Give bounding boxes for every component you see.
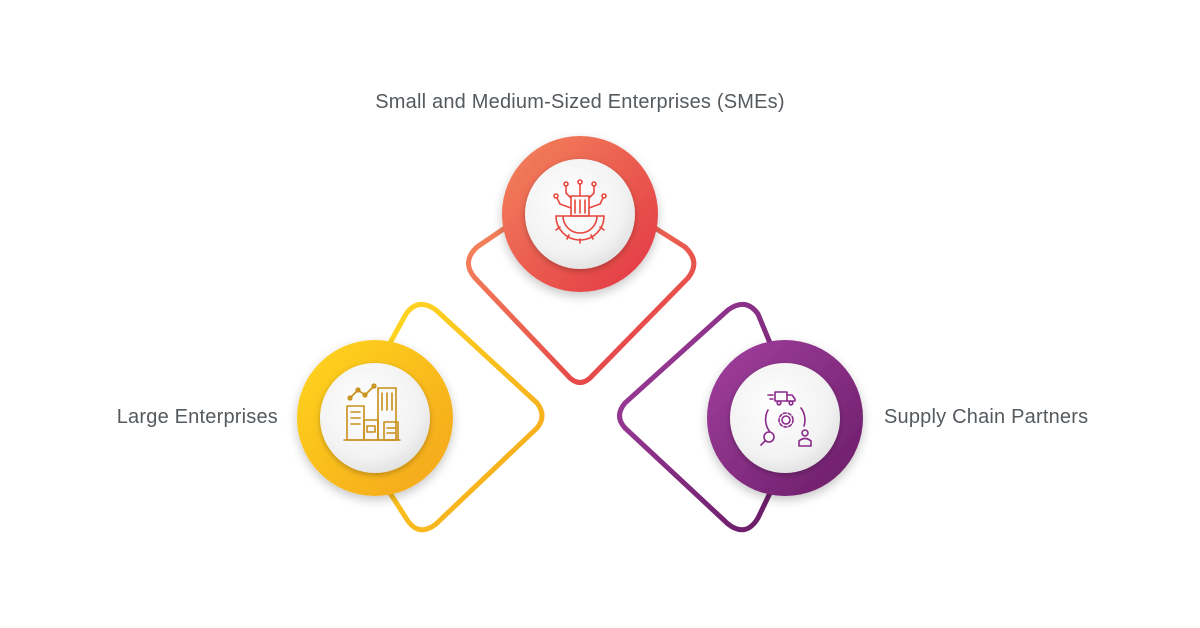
node-smes: [502, 136, 658, 292]
supply-chain-cycle-icon: [760, 391, 812, 447]
node-supply-chain-partners: [707, 340, 863, 496]
connector-loop-top: [466, 225, 697, 385]
label-smes: Small and Medium-Sized Enterprises (SMEs…: [375, 91, 785, 113]
connector-loop-right: [617, 301, 773, 533]
smart-factory-gear-icon: [553, 179, 607, 244]
node-large-enterprises: [297, 340, 453, 496]
label-large-enterprises: Large Enterprises: [116, 406, 278, 428]
connector-loop-left: [387, 301, 545, 533]
label-supply-chain-partners: Supply Chain Partners: [884, 406, 1089, 428]
corporate-buildings-growth-icon: [343, 383, 401, 441]
